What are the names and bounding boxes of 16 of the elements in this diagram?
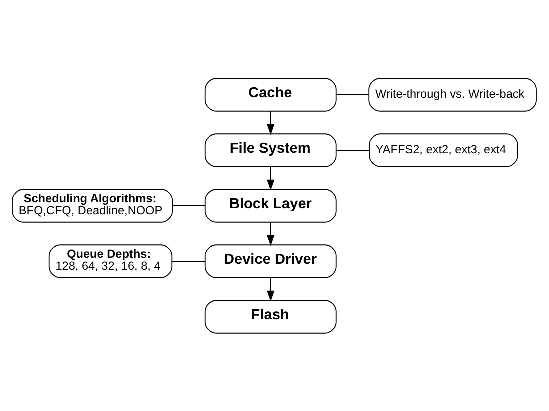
node-box: Device Driver — [204, 244, 337, 278]
arrow — [267, 221, 275, 246]
connector — [172, 260, 206, 262]
node-box: Write-through vs. Write-back — [368, 78, 537, 112]
node-box: Queue Depths: 128, 64, 32, 16, 8, 4 — [48, 244, 173, 278]
node-box: Flash — [204, 300, 337, 334]
node-box: Block Layer — [204, 188, 337, 222]
node-box: Cache — [204, 78, 337, 112]
connector — [336, 94, 370, 95]
node-box: File System — [204, 133, 337, 167]
node-box: YAFFS2, ext2, ext3, ext4 — [369, 133, 518, 167]
arrow — [267, 110, 275, 135]
connector — [172, 205, 206, 206]
node-box: Scheduling Algorithms: BFQ,CFQ, Deadline,NOOP — [12, 188, 174, 222]
arrow — [267, 276, 275, 302]
arrow — [267, 166, 275, 190]
